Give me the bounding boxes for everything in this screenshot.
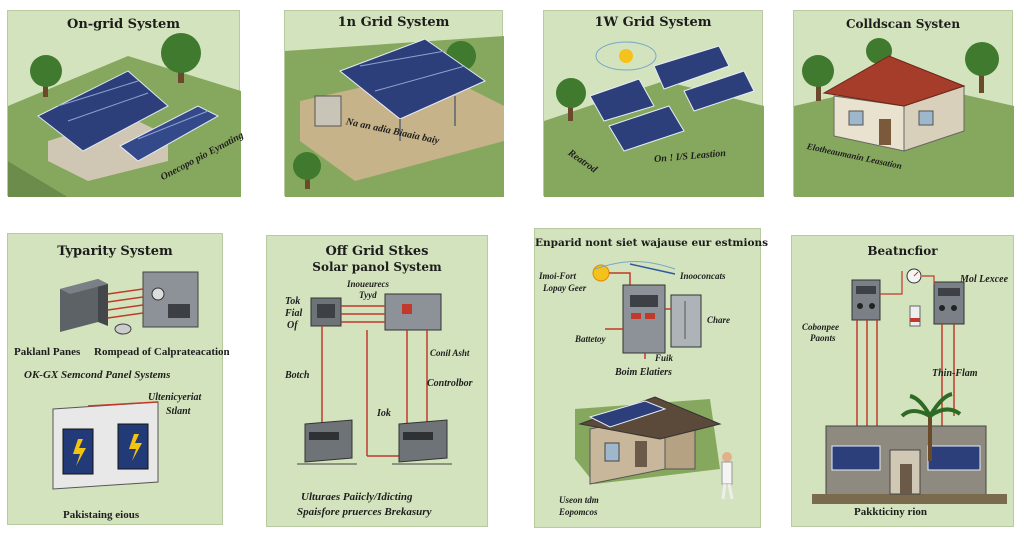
- panel-typarity: Typarity System Paklanl Panes Rompead of…: [7, 233, 230, 525]
- panel-title: Beatncfior: [867, 244, 938, 258]
- caption: Of: [287, 320, 298, 331]
- 1w-grid-illustration: [544, 41, 764, 197]
- panel-title: Typarity System: [57, 244, 173, 259]
- caption: Ultenicyeriat: [148, 392, 202, 403]
- caption: Paklanl Panes: [14, 346, 81, 358]
- panel-beatncfior: Beatncfior Mol Lexcee Cobonpee Paonts Th…: [791, 235, 1014, 527]
- caption: Boim Elatiers: [615, 367, 672, 378]
- tree-icon: [293, 152, 321, 189]
- caption: Cobonpee: [802, 322, 839, 332]
- caption: Rompead of Calprateacation: [94, 346, 230, 358]
- tree-icon: [965, 42, 999, 93]
- person-icon: [721, 452, 734, 500]
- caption: Fial: [285, 308, 303, 319]
- panel-title: On-grid System: [67, 17, 180, 32]
- caption: Ulturaes Paiicly/Idicting: [301, 491, 413, 503]
- panel-subtitle: Solar panol System: [312, 260, 442, 274]
- caption: OK-GX Semcond Panel Systems: [24, 369, 171, 381]
- caption: Stlant: [166, 406, 191, 417]
- in-grid-illustration: [285, 36, 504, 197]
- panel-colldscan: Colldscan Systen Elotheaumanin Leasation: [793, 10, 1014, 197]
- panel-off-grid: Off Grid Stkes Solar panol System Inoueu…: [266, 235, 488, 527]
- caption: Useon tdm: [559, 495, 599, 505]
- caption: Iok: [377, 408, 391, 419]
- panel-enparid: Enparid nont siet wajause eur estmions I…: [534, 228, 769, 528]
- panel-title: Enparid nont siet wajause eur estmions: [535, 237, 769, 249]
- caption: Battetoy: [575, 334, 606, 344]
- caption: Chare: [707, 315, 731, 325]
- panel-title: 1W Grid System: [594, 15, 712, 30]
- tree-icon: [802, 55, 834, 101]
- caption: Pakkticiny rion: [854, 506, 928, 518]
- caption: Tyyd: [359, 290, 377, 300]
- caption: Imoi-Fort: [539, 271, 577, 281]
- tree-icon: [161, 33, 201, 83]
- caption: Inooconcats: [680, 271, 726, 281]
- panel-1w-grid: 1W Grid System Reatrod On ! I/S Leastion: [543, 10, 764, 197]
- panel-in-grid: 1n Grid System Na an adia Biaaia baiy: [284, 10, 504, 197]
- typarity-diagram: [52, 271, 199, 490]
- gauge-icon: [906, 268, 922, 284]
- panel-title: Colldscan Systen: [845, 17, 961, 31]
- caption: Fuik: [655, 353, 674, 363]
- caption: Thin-Flam: [932, 368, 978, 379]
- sun-icon: [595, 41, 657, 71]
- caption: Tok: [285, 296, 301, 307]
- caption: Paonts: [810, 333, 836, 343]
- caption: Botch: [285, 370, 310, 381]
- panel-title: Off Grid Stkes: [325, 244, 429, 259]
- palm-tree-icon: [900, 392, 962, 461]
- caption: Spaisfore pruerces Brekasury: [297, 506, 432, 518]
- on-grid-illustration: [8, 33, 241, 197]
- caption: Mol Lexcee: [960, 274, 1009, 285]
- caption: Conil Asht: [430, 348, 470, 358]
- caption: Inoueurecs: [347, 279, 390, 289]
- enparid-diagram: [575, 261, 734, 500]
- tree-icon: [556, 78, 586, 121]
- panel-title: 1n Grid System: [337, 15, 450, 30]
- off-grid-diagram: [297, 293, 452, 465]
- tree-icon: [30, 55, 62, 97]
- caption: Lopay Geer: [543, 283, 587, 293]
- caption: Pakistaing eious: [63, 509, 140, 521]
- caption: Eopomcos: [559, 507, 598, 517]
- beatncfior-diagram: [812, 268, 1007, 504]
- panel-on-grid: On-grid System Onecopo pio Eynating: [7, 10, 245, 197]
- house-illustration: [794, 38, 1014, 197]
- caption: Controlbor: [427, 378, 473, 389]
